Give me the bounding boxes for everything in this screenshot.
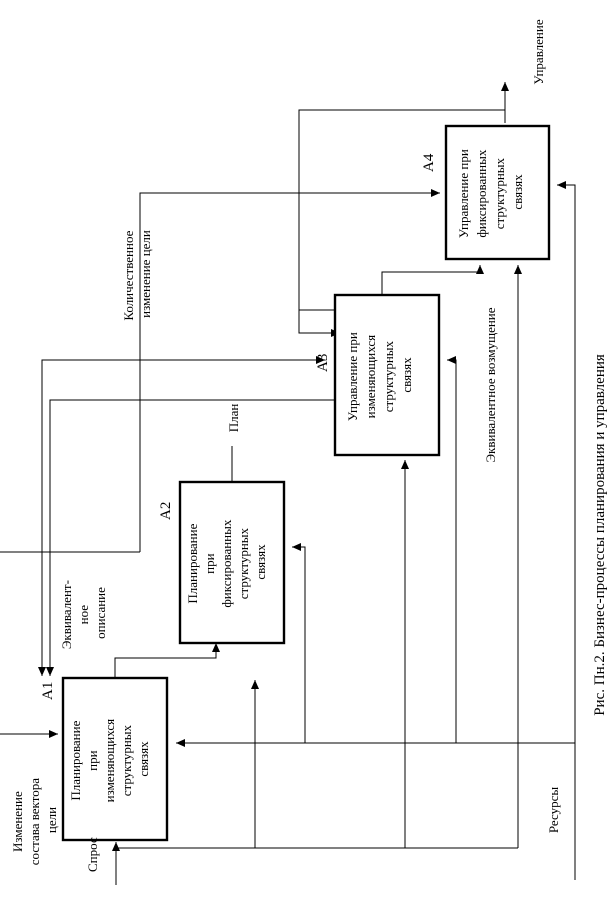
- arrowhead: [401, 460, 409, 469]
- block-a1-line: связях: [136, 741, 151, 777]
- block-a2-line: фиксированных: [219, 519, 234, 607]
- label-output-control: Управление: [531, 19, 546, 84]
- resources-to-a2: [292, 546, 306, 743]
- block-a2-line: структурных: [236, 527, 251, 599]
- block-a3-id: A3: [315, 354, 331, 372]
- arrowhead: [476, 265, 484, 274]
- block-a1-line: структурных: [119, 724, 134, 796]
- block-a1-line: изменяющихся: [102, 719, 117, 802]
- a3-to-a4-line: [381, 265, 481, 295]
- label-equivalent-disturbance: Эквивалентное возмущение: [483, 307, 498, 462]
- resources-line: [557, 184, 576, 880]
- arrowhead: [316, 356, 325, 364]
- arrowhead: [176, 739, 185, 747]
- block-a3-box: [333, 293, 441, 457]
- figure-caption: Рис. Пн.2. Бизнес-процессы планирования …: [592, 354, 608, 716]
- block-a4-title: Управление при фиксированных структурных…: [456, 146, 525, 238]
- arrowhead: [212, 643, 220, 652]
- block-a1-title: Планирование при изменяющихся структурны…: [68, 716, 151, 803]
- block-a3-line: связях: [399, 357, 414, 393]
- label-goal-change-line: Изменение: [10, 791, 25, 852]
- a1-control-line: [41, 359, 325, 552]
- arrowhead: [501, 82, 509, 91]
- block-a4: A4 Управление при фиксированных структур…: [421, 124, 551, 261]
- resources-to-a3: [447, 359, 457, 743]
- block-a2-line: Планирование: [185, 523, 200, 603]
- arrowhead: [112, 842, 120, 851]
- block-a1-box: [61, 676, 169, 842]
- arrowhead: [514, 265, 522, 274]
- block-a2-box: [178, 480, 286, 645]
- arrowhead: [49, 730, 58, 738]
- label-goal-change-line: состава вектора: [27, 778, 42, 865]
- block-a4-line: структурных: [492, 157, 507, 229]
- block-a1-line: Планирование: [68, 720, 83, 800]
- block-a1-line: при: [85, 750, 100, 770]
- label-quantitative-change-line: изменение цели: [138, 230, 153, 318]
- arrowhead: [38, 667, 46, 676]
- eq-desc-line: [114, 643, 217, 678]
- quant-change-line: [139, 192, 440, 552]
- arrowhead: [251, 680, 259, 689]
- block-a2-title: Планирование при фиксированных структурн…: [185, 516, 268, 607]
- arrowhead: [557, 181, 566, 189]
- label-demand: Спрос: [85, 837, 100, 872]
- label-goal-change: Изменение состава вектора цели: [10, 775, 59, 865]
- block-a2: A2 Планирование при фиксированных структ…: [158, 480, 286, 645]
- block-a4-line: фиксированных: [474, 149, 489, 237]
- label-plan: План: [226, 404, 241, 433]
- block-a3-line: Управление при: [345, 332, 360, 421]
- label-equivalent-description: Эквивалент- ное описание: [59, 577, 108, 649]
- block-a3-line: структурных: [381, 340, 396, 412]
- arrowhead: [431, 189, 440, 197]
- label-quantitative-change: Количественное изменение цели: [121, 227, 153, 320]
- block-a3: A3 Управление при изменяющихся структурн…: [315, 293, 441, 457]
- block-a4-line: связях: [510, 174, 525, 210]
- label-equivalent-description-line: ное: [76, 605, 91, 625]
- label-equivalent-description-line: описание: [93, 587, 108, 639]
- block-a4-id: A4: [421, 153, 437, 172]
- label-equivalent-description-line: Эквивалент-: [59, 580, 74, 649]
- label-quantitative-change-line: Количественное: [121, 230, 136, 320]
- block-a1-id: A1: [40, 682, 56, 700]
- block-a4-box: [444, 124, 551, 261]
- block-a2-line: при: [202, 553, 217, 573]
- block-a1: A1 Планирование при изменяющихся структу…: [40, 676, 169, 842]
- block-a3-line: изменяющихся: [363, 335, 378, 418]
- block-a4-line: Управление при: [456, 149, 471, 238]
- block-a2-line: связях: [253, 544, 268, 580]
- block-a3-title: Управление при изменяющихся структурных …: [345, 329, 414, 421]
- label-goal-change-line: цели: [44, 807, 59, 833]
- arrowhead: [447, 356, 456, 364]
- arrowhead: [46, 667, 54, 676]
- block-a2-id: A2: [158, 502, 174, 520]
- label-resources: Ресурсы: [546, 787, 561, 834]
- arrowhead: [292, 543, 301, 551]
